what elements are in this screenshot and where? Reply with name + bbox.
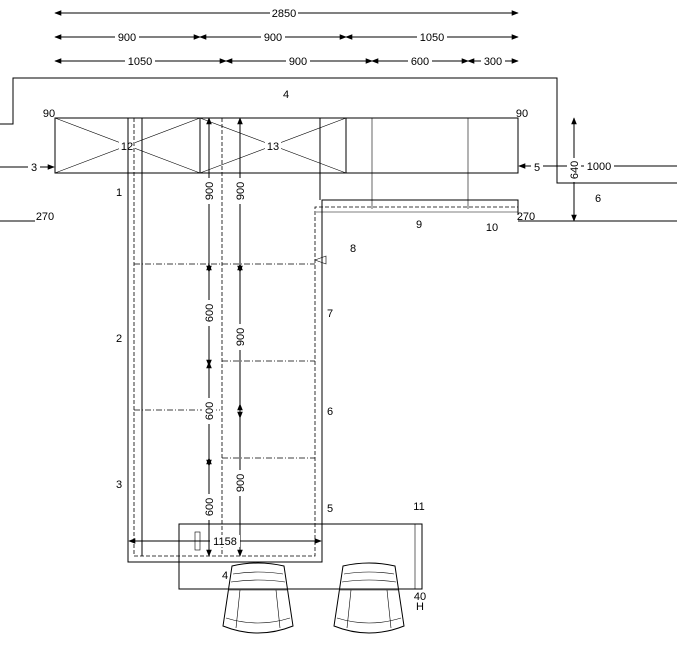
label-inner-8: 8	[350, 243, 356, 255]
l-counter	[127, 118, 519, 563]
label-inner-7: 7	[327, 308, 333, 320]
chair-right	[333, 562, 405, 634]
label-inner-6: 6	[327, 406, 333, 418]
dim-row2-d: 300	[484, 56, 502, 68]
label-right-height: 640	[569, 161, 581, 179]
dim-total-label: 2850	[272, 8, 296, 20]
left-edge-marker: 3	[0, 160, 55, 174]
dim-vertical-right-c: 900	[235, 474, 247, 492]
dim-row1-c: 1050	[420, 32, 444, 44]
dimension-row-1: 900 900 1050	[54, 31, 519, 44]
label-right-wall: 6	[595, 193, 601, 205]
upper-cabinets	[54, 117, 519, 209]
dim-vertical-left-a: 900	[204, 182, 216, 200]
chair-left	[222, 562, 294, 634]
label-corner-left-top: 90	[43, 108, 55, 120]
label-left-edge: 3	[31, 162, 37, 174]
label-table-4: 4	[222, 570, 228, 582]
label-wall-top: 4	[283, 89, 289, 101]
dim-vertical-right-b: 900	[235, 328, 247, 346]
vertical-dimensions-left: 900 600 600 600	[202, 117, 216, 557]
dim-vertical-left-c: 600	[204, 402, 216, 420]
label-right-marker: 5	[534, 162, 540, 174]
dimension-row-2: 1050 900 600 300	[54, 55, 519, 68]
label-left-wall-mid: 2	[116, 333, 122, 345]
dimension-total: 2850	[54, 6, 519, 20]
dim-vertical-right-a: 900	[235, 182, 247, 200]
outer-wall	[0, 77, 677, 222]
label-table-depth: 40	[414, 591, 426, 603]
label-left-wall-top: 1	[116, 187, 122, 199]
label-counter-9: 9	[416, 219, 422, 231]
label-cabinet-12: 12	[121, 141, 133, 153]
dim-row2-c: 600	[411, 56, 429, 68]
label-corner-left-bottom: 270	[36, 211, 54, 223]
vertical-dimensions-right: 900 900 900	[233, 117, 247, 557]
dim-row1-a: 900	[118, 32, 136, 44]
label-right-width: 1000	[587, 161, 611, 173]
table	[178, 523, 423, 590]
right-edge-marker: 5 1000	[518, 160, 677, 174]
label-cabinet-13: 13	[267, 141, 279, 153]
label-corner-right-top: 90	[516, 108, 528, 120]
label-left-wall-bottom: 3	[116, 479, 122, 491]
table-width-dimension: 1158	[128, 535, 322, 548]
dim-vertical-left-d: 600	[204, 498, 216, 516]
label-table-mark: H	[416, 601, 424, 613]
label-table-11: 11	[413, 501, 424, 513]
label-table-width: 1158	[213, 536, 237, 548]
label-corner-right-bottom: 270	[517, 211, 535, 223]
label-inner-5: 5	[327, 503, 333, 515]
dim-vertical-left-b: 600	[204, 304, 216, 322]
dim-row2-a: 1050	[128, 56, 152, 68]
label-counter-10: 10	[486, 222, 498, 234]
dim-row2-b: 900	[289, 56, 307, 68]
dim-row1-b: 900	[264, 32, 282, 44]
right-height-dimension: 640	[567, 117, 581, 222]
